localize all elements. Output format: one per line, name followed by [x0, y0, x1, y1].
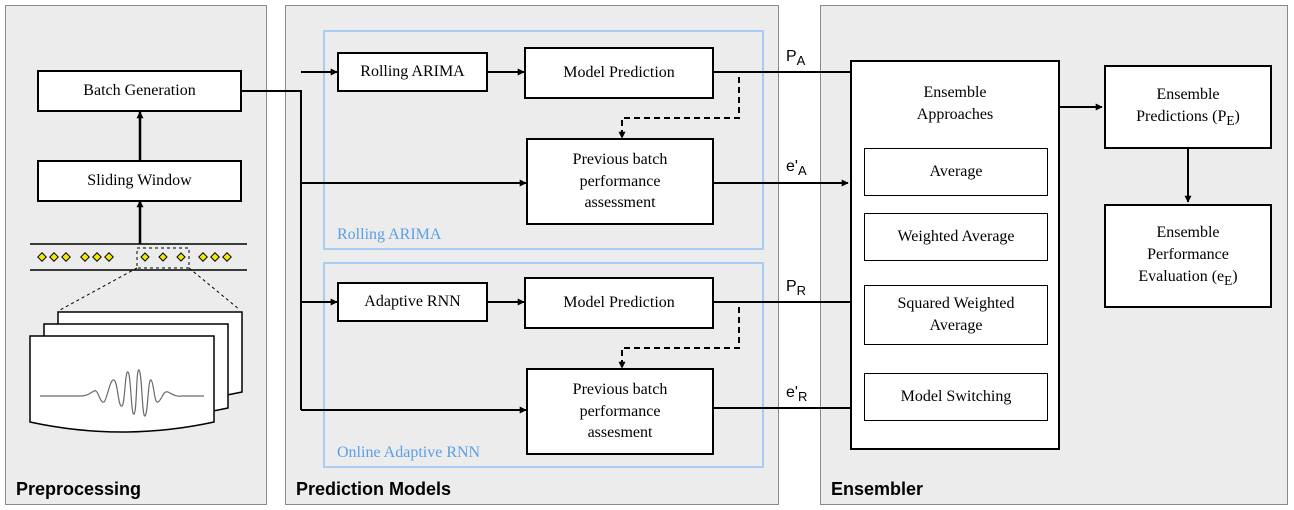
preprocessing-title: Preprocessing — [16, 479, 142, 499]
rolling-arima-group: Rolling ARIMA — [323, 30, 764, 250]
ensemble-evaluation-box: Ensemble Performance Evaluation (eE) — [1104, 204, 1272, 308]
sliding-window-box: Sliding Window — [37, 160, 242, 202]
online-adaptive-rnn-group: Online Adaptive RNN — [323, 262, 764, 468]
signal-er-label: e'R — [786, 384, 808, 405]
method-squared-weighted-average: Squared Weighted Average — [864, 285, 1048, 345]
ensemble-evaluation-text: Ensemble Performance Evaluation (eE) — [1138, 224, 1238, 288]
signal-pa-label: PA — [786, 48, 806, 69]
adaptive-rnn-box: Adaptive RNN — [337, 282, 488, 322]
arima-assessment-box: Previous batch performance assessment — [526, 138, 714, 225]
ensemble-predictions-text: Ensemble Predictions (PE) — [1136, 86, 1240, 128]
batch-generation-box: Batch Generation — [37, 70, 242, 112]
rnn-model-prediction-box: Model Prediction — [524, 277, 714, 329]
method-average: Average — [864, 148, 1048, 196]
signal-ea-label: e'A — [786, 158, 807, 179]
prediction-models-title: Prediction Models — [296, 479, 452, 499]
ensemble-approaches-title: Ensemble Approaches — [916, 84, 994, 123]
rnn-assessment-box: Previous batch performance assesment — [526, 368, 714, 455]
signal-documents-icon — [29, 311, 243, 433]
online-adaptive-rnn-group-title: Online Adaptive RNN — [337, 444, 481, 461]
ensemble-predictions-box: Ensemble Predictions (PE) — [1104, 65, 1272, 149]
method-model-switching: Model Switching — [864, 373, 1048, 421]
data-stream-icon — [30, 243, 247, 311]
method-weighted-average: Weighted Average — [864, 213, 1048, 261]
ensembler-title: Ensembler — [831, 479, 924, 499]
rolling-arima-group-title: Rolling ARIMA — [337, 226, 442, 243]
signal-pr-label: PR — [786, 278, 807, 299]
arima-model-prediction-box: Model Prediction — [524, 47, 714, 99]
rolling-arima-box: Rolling ARIMA — [337, 52, 488, 92]
